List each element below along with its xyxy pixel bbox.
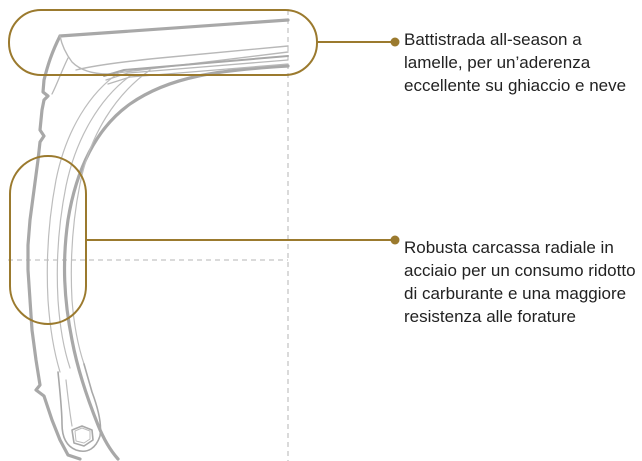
- tire-outer-contour: [26, 18, 290, 461]
- callout-2-dot: [390, 235, 400, 245]
- bead-core-inner: [74, 427, 91, 444]
- callout-2-marker: [9, 155, 400, 325]
- bead-core-hexagon: [71, 425, 94, 447]
- carcass-ply-2: [56, 75, 131, 369]
- tread-layer-2: [105, 59, 289, 81]
- tread-layer-3: [107, 63, 289, 85]
- tire-profile: [26, 18, 290, 461]
- carcass-ply-1: [46, 71, 121, 373]
- tread-band-upper: [59, 35, 289, 75]
- carcass-ply-3: [70, 69, 151, 365]
- callout-carcass-description: Robusta carcassa radiale in acciaio per …: [404, 238, 636, 326]
- bead-area-outline: [57, 363, 102, 452]
- tread-band-middle: [75, 45, 289, 71]
- guide-lines: [8, 10, 289, 461]
- callout-1-dot: [390, 37, 400, 47]
- callout-tread-description: Battistrada all-season a lamelle, per un…: [404, 30, 627, 95]
- bead-flipper: [65, 379, 73, 427]
- tire-inner-contour: [62, 64, 290, 461]
- callout-1-marker: [8, 9, 400, 76]
